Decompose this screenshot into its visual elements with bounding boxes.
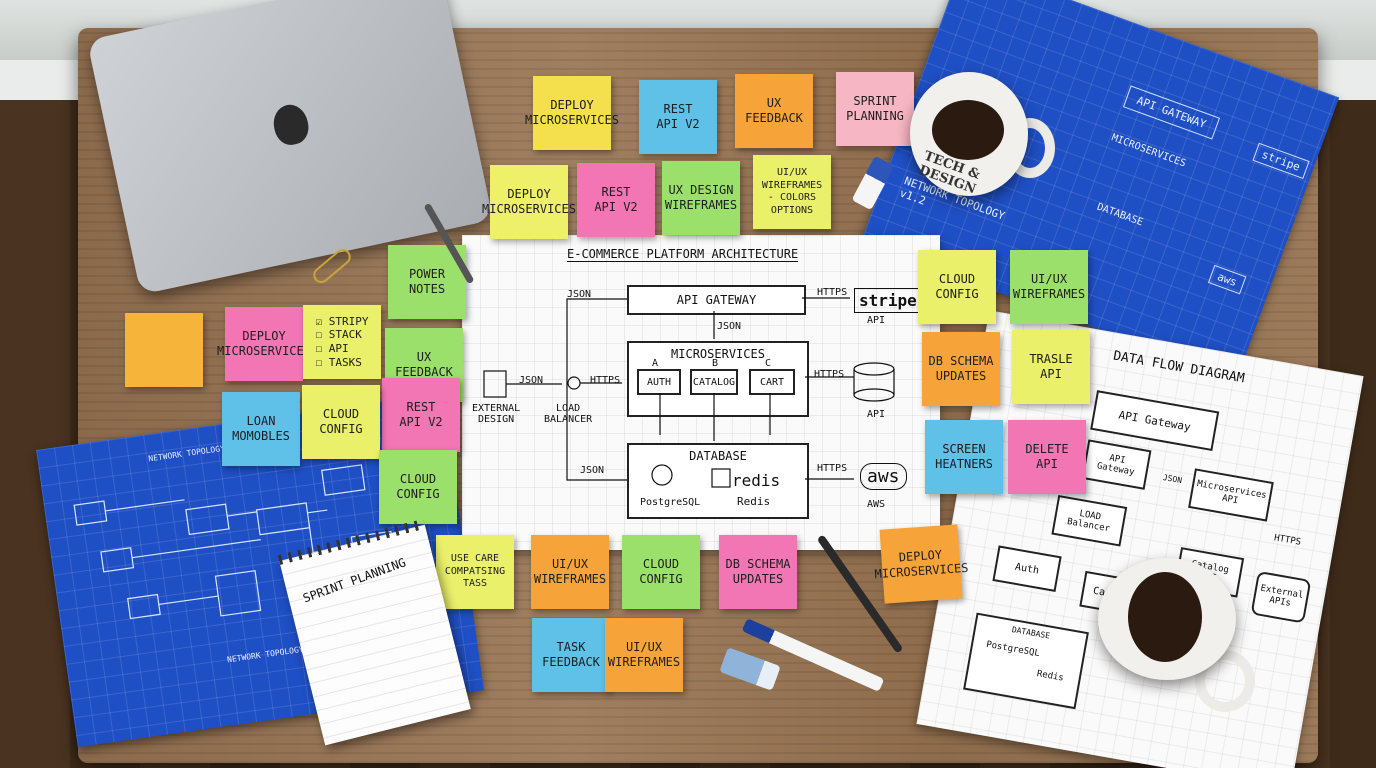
arch-stripe-caption: API [867, 315, 886, 326]
sticky-note: DB SCHEMA UPDATES [922, 332, 1000, 406]
sticky-note: TASK FEEDBACK [532, 618, 610, 692]
df-database: DATABASE [963, 612, 1089, 710]
arch-edge-label: HTTPS [814, 369, 845, 380]
df-api-gateway-small: API Gateway [1081, 439, 1152, 490]
arch-redis: redis [732, 471, 781, 490]
bp-left-lines [73, 464, 396, 620]
mug-handle [1195, 650, 1255, 712]
sticky-note [125, 313, 203, 387]
arch-aws-caption: AWS [867, 499, 886, 510]
sticky-note: LOAN MOMOBLES [222, 392, 300, 466]
notebook-title: SPRINT PLANNING [301, 555, 408, 606]
sticky-note: CLOUD CONFIG [302, 385, 380, 459]
arch-edge-label: HTTPS [817, 463, 848, 474]
arch-database-label: DATABASE [689, 449, 747, 463]
arch-edge-label: HTTPS [590, 375, 621, 386]
sticky-note: DEPLOY MICROSERVICES [525, 76, 619, 150]
sticky-note: CLOUD CONFIG [918, 250, 996, 324]
arch-letter-b: B [712, 358, 719, 369]
sticky-note: CLOUD CONFIG [622, 535, 700, 609]
arch-redis-caption: Redis [737, 495, 771, 508]
bp-stripe: stripe [1252, 142, 1310, 179]
sticky-note: UI/UX WIREFRAMES [605, 618, 683, 692]
arch-load-balancer: LOAD BALANCER [544, 403, 593, 425]
coffee-mug: TECH & DESIGN [910, 72, 1028, 197]
df-auth: Auth [992, 545, 1062, 592]
coffee-mug [1098, 558, 1236, 680]
bp-aws: aws [1207, 264, 1247, 295]
bp-microservices: MICROSERVICES [1109, 132, 1188, 170]
blueprint-network-topology-left: NETWORK TOPOLOGY NETWORK TOPOLOGY v1.2 [36, 392, 484, 748]
sticky-note: REST API v2 [382, 378, 460, 452]
bp-api-gateway: API GATEWAY [1122, 85, 1220, 140]
df-https: HTTPS [1273, 533, 1302, 548]
sticky-note: TRASLE API [1012, 330, 1090, 404]
arch-edge-label: JSON [717, 321, 742, 332]
sticky-note: SPRINT PLANNING [836, 72, 914, 146]
arch-api-gateway: API GATEWAY [627, 285, 806, 315]
sticky-note: USE CARE COMPATSING TASS [436, 535, 514, 609]
sticky-note: DEPLOY MICROSERVICES [482, 165, 576, 239]
df-api-gateway: API Gateway [1090, 390, 1220, 452]
sticky-note: REST API v2 [577, 163, 655, 237]
sticky-note: DEPLOY MICROSERVICES [217, 307, 311, 381]
arch-catalog: CATALOG [690, 369, 738, 395]
sticky-note: UI/UX WIREFRAMES [531, 535, 609, 609]
sticky-note: DB SCHEMA UPDATES [719, 535, 797, 609]
coffee [932, 100, 1004, 160]
arch-title: E-COMMERCE PLATFORM ARCHITECTURE [567, 247, 799, 262]
arch-edge-label: JSON [580, 465, 605, 476]
sticky-note: DEPLOY MICROSERVICES [874, 524, 969, 604]
bp-database: DATABASE [1095, 201, 1145, 229]
sticky-note: ☑ STRIPY ☐ STACK ☐ API ☐ TASKS [303, 305, 381, 379]
df-title: DATA FLOW DIAGRAM [1111, 348, 1246, 387]
arch-edge-label: HTTPS [817, 287, 848, 298]
arch-cart: CART [749, 369, 795, 395]
arch-edge-label: JSON [567, 289, 592, 300]
sticky-note: REST API v2 [639, 80, 717, 154]
sticky-note: DELETE API [1008, 420, 1086, 494]
df-microservices: Microservices API [1188, 468, 1274, 522]
arch-stripe: stripe [854, 288, 922, 313]
sticky-note: SCREEN HEATNERS [925, 420, 1003, 494]
coffee [1128, 572, 1202, 662]
apple-logo-icon [270, 101, 312, 148]
sticky-note: UI/UX WIREFRAMES [1010, 250, 1088, 324]
df-json: JSON [1162, 472, 1183, 486]
sticky-note: UX FEEDBACK [735, 74, 813, 148]
sticky-note: UI/UX WIREFRAMES - COLORS OPTIONS [753, 155, 831, 229]
sticky-note: UX DESIGN WIREFRAMES [662, 161, 740, 235]
sticky-note: CLOUD CONFIG [379, 450, 457, 524]
df-external-apis: External APIs [1250, 570, 1312, 624]
arch-aws: aws [860, 463, 907, 490]
arch-postgres: PostgreSQL [640, 497, 701, 508]
arch-letter-c: C [765, 358, 772, 369]
architecture-diagram-paper: E-COMMERCE PLATFORM ARCHITECTURE API GAT… [462, 235, 940, 550]
arch-api-db-caption: API [867, 409, 886, 420]
arch-edge-label: JSON [519, 375, 544, 386]
arch-letter-a: A [652, 358, 659, 369]
arch-external-design: EXTERNAL DESIGN [472, 403, 521, 425]
df-load-balancer: LOAD Balancer [1051, 494, 1128, 547]
arch-auth: AUTH [637, 369, 681, 395]
